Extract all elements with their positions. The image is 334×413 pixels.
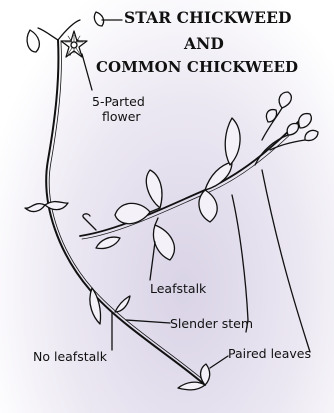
title-line-3: COMMON CHICKWEED bbox=[96, 58, 298, 76]
leaf bbox=[96, 237, 120, 248]
paired-leaf bbox=[25, 204, 45, 212]
label-leafstalk: Leafstalk bbox=[150, 281, 206, 296]
star-flower bbox=[61, 31, 87, 57]
title-line-2: AND bbox=[184, 35, 224, 53]
label-no-leafstalk: No leafstalk bbox=[33, 349, 107, 364]
flower-bud bbox=[299, 114, 312, 128]
label-slender-stem: Slender stem bbox=[170, 316, 253, 331]
branch-stem bbox=[80, 120, 300, 236]
leaf bbox=[153, 225, 174, 260]
paired-pointer-2 bbox=[262, 170, 310, 352]
leaf bbox=[146, 170, 162, 208]
stem-pointer bbox=[126, 320, 170, 323]
flower-bud bbox=[266, 110, 276, 122]
title-line-1: STAR CHICKWEED bbox=[124, 9, 292, 27]
label-paired-leaves: Paired leaves bbox=[228, 346, 311, 361]
leaf bbox=[205, 162, 232, 190]
paired-leaf bbox=[90, 288, 101, 324]
flower-bud bbox=[305, 130, 318, 140]
leaf bbox=[225, 118, 240, 165]
flower-pointer bbox=[82, 54, 92, 90]
paired-pointer bbox=[210, 356, 228, 368]
side-flower bbox=[27, 30, 39, 52]
paired-leaf bbox=[115, 296, 130, 312]
leaf bbox=[115, 203, 150, 223]
leaf bbox=[199, 190, 217, 222]
label-flower-line1: 5-Parted bbox=[92, 94, 145, 109]
label-flower-line2: flower bbox=[102, 109, 141, 124]
top-bud bbox=[94, 12, 103, 26]
leafstalk-pointer bbox=[150, 242, 155, 280]
flower-bud bbox=[287, 124, 298, 135]
paired-leaf bbox=[178, 382, 205, 390]
flower-bud bbox=[279, 92, 291, 108]
stem-pointer-2 bbox=[232, 195, 248, 320]
